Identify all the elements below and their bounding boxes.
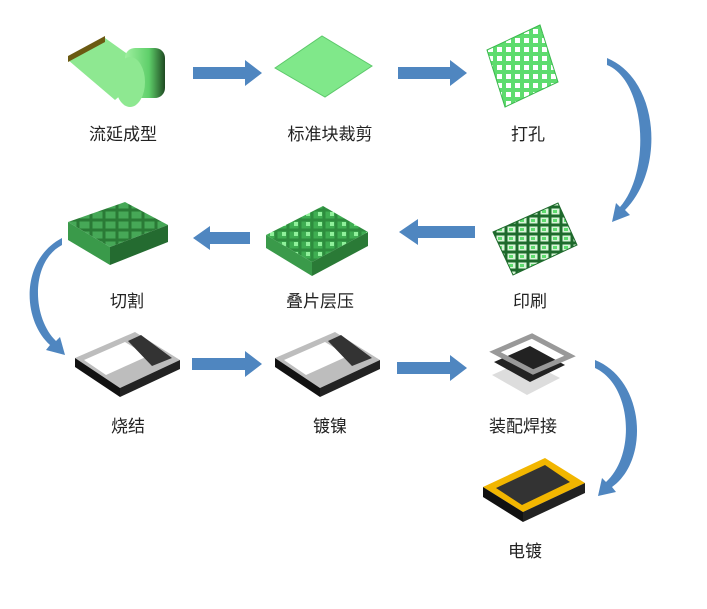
- arrow-right-icon: [398, 60, 467, 86]
- cut-blocks-illustration: [68, 202, 168, 265]
- step-label: 流延成型: [89, 125, 157, 145]
- tape-casting-illustration: [68, 36, 165, 107]
- arrow-right-icon: [193, 60, 262, 86]
- step-label: 装配焊接: [489, 417, 557, 437]
- curved-arrow-icon: [29, 238, 65, 355]
- arrows: [29, 58, 652, 496]
- assembly-illustration: [489, 333, 576, 395]
- nickel-plated-part-illustration: [275, 332, 380, 397]
- step-label: 印刷: [513, 292, 547, 312]
- step-label: 切割: [110, 292, 144, 312]
- arrow-left-icon: [193, 226, 250, 250]
- step-label: 烧结: [111, 417, 145, 437]
- curved-arrow-icon: [595, 360, 638, 496]
- step-label: 打孔: [511, 125, 545, 145]
- step-label: 镀镍: [313, 417, 347, 437]
- arrow-right-icon: [192, 351, 262, 377]
- standard-block-illustration: [274, 35, 373, 98]
- electroplated-part-illustration: [483, 458, 585, 522]
- curved-arrow-icon: [607, 58, 652, 222]
- sintered-part-illustration: [75, 332, 180, 397]
- printed-sheet-illustration: [492, 202, 578, 276]
- step-label: 电镀: [508, 542, 542, 562]
- step-label: 叠片层压: [286, 292, 354, 312]
- step-label: 标准块裁剪: [288, 125, 373, 145]
- laminated-stack-illustration: [266, 206, 368, 276]
- arrow-right-icon: [397, 355, 467, 381]
- arrow-left-icon: [399, 219, 475, 245]
- punched-sheet-illustration: [486, 24, 559, 108]
